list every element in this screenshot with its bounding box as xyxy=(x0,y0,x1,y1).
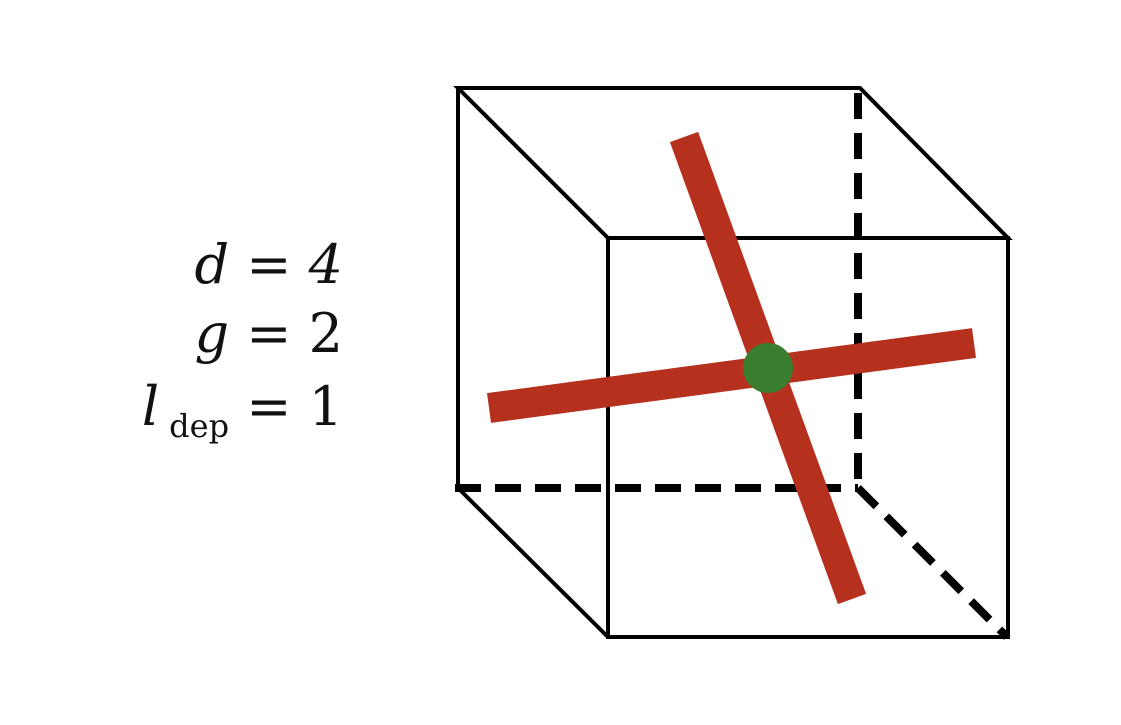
equation-d-value: 4 xyxy=(308,233,343,296)
bottom-left-edge xyxy=(456,486,610,639)
hidden-edge-diagonal xyxy=(855,485,1010,640)
equation-l-subscript: dep xyxy=(169,407,229,445)
equation-g: g = 2 xyxy=(194,302,343,365)
intersection-dot xyxy=(743,343,793,393)
rod-shallow xyxy=(487,328,976,423)
equation-l-rhs: = 1 xyxy=(229,375,343,438)
equation-d-var: d xyxy=(194,233,229,296)
equation-l-var: l xyxy=(142,375,159,438)
equation-d-rhs: = xyxy=(229,233,309,296)
cube-front-face xyxy=(606,236,1010,639)
equation-g-var: g xyxy=(194,302,229,365)
cube-hidden-edges xyxy=(455,93,1010,640)
cube-visible-edges xyxy=(453,86,1013,639)
equation-g-rhs: = 2 xyxy=(229,302,343,365)
equation-d: d = 4 xyxy=(194,233,343,296)
cube-back-face-top xyxy=(453,86,1013,240)
